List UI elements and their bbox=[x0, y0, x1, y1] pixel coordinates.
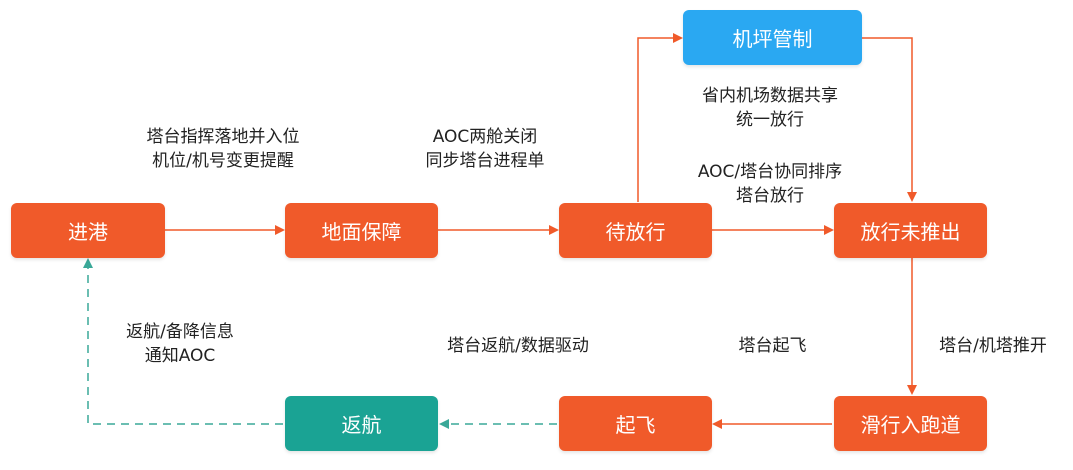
node-taxi-to-runway[interactable]: 滑行入跑道 bbox=[834, 396, 987, 451]
label-ground-to-awaiting: AOC两舱关闭 同步塔台进程单 bbox=[395, 125, 575, 173]
label-inbound-to-ground-line1: 塔台指挥落地并入位 bbox=[146, 127, 300, 147]
label-return-to-inbound-line2: 通知AOC bbox=[144, 346, 216, 366]
node-released-not-pushed[interactable]: 放行未推出 bbox=[834, 203, 987, 258]
node-apron-control[interactable]: 机坪管制 bbox=[683, 10, 862, 65]
node-inbound[interactable]: 进港 bbox=[11, 203, 165, 258]
label-inbound-to-ground: 塔台指挥落地并入位 机位/机号变更提醒 bbox=[118, 125, 328, 173]
node-ground-service[interactable]: 地面保障 bbox=[285, 203, 438, 258]
arrow-apron-to-released bbox=[862, 37, 917, 202]
label-ground-to-awaiting-line2: 同步塔台进程单 bbox=[425, 151, 545, 171]
label-apron-to-released-line1: 省内机场数据共享 bbox=[702, 86, 838, 106]
arrow-awaiting-to-apron bbox=[637, 33, 683, 202]
label-apron-to-released-line2: 统一放行 bbox=[736, 110, 804, 130]
label-return-to-inbound-line1: 返航/备降信息 bbox=[126, 322, 234, 342]
label-apron-to-released: 省内机场数据共享 统一放行 bbox=[680, 84, 860, 132]
label-awaiting-to-released: AOC/塔台协同排序 塔台放行 bbox=[670, 160, 870, 208]
label-taxi-to-takeoff: 塔台起飞 bbox=[738, 336, 807, 356]
label-return-to-inbound: 返航/备降信息 通知AOC bbox=[95, 320, 265, 368]
label-inbound-to-ground-line2: 机位/机号变更提醒 bbox=[152, 151, 294, 171]
label-takeoff-to-return: 塔台返航/数据驱动 bbox=[447, 336, 589, 356]
label-awaiting-to-released-line1: AOC/塔台协同排序 bbox=[697, 162, 843, 182]
node-return[interactable]: 返航 bbox=[285, 396, 438, 451]
node-awaiting-release[interactable]: 待放行 bbox=[559, 203, 712, 258]
label-released-to-taxi: 塔台/机塔推开 bbox=[939, 336, 1047, 356]
label-awaiting-to-released-line2: 塔台放行 bbox=[736, 186, 804, 206]
node-takeoff[interactable]: 起飞 bbox=[559, 396, 712, 451]
label-ground-to-awaiting-line1: AOC两舱关闭 bbox=[432, 127, 538, 147]
